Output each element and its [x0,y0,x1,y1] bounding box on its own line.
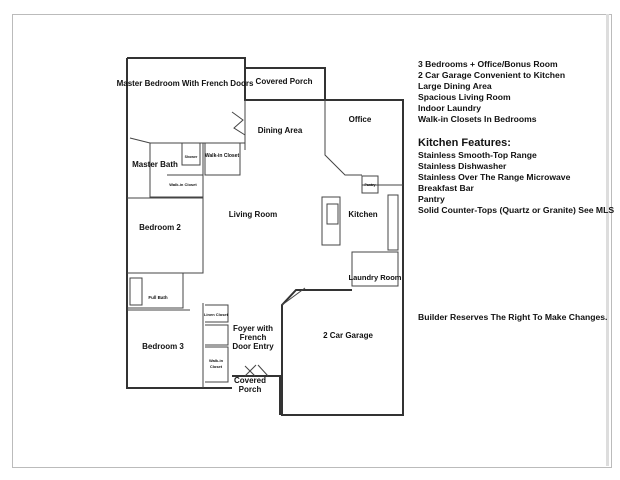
room-label-walk-in-closet-3a: Walk-in [209,358,224,363]
room-label-pantry: Pantry [365,183,376,187]
room-label-office: Office [349,115,372,124]
builder-disclaimer: Builder Reserves The Right To Make Chang… [418,312,608,322]
walls [126,57,404,416]
room-label-bedroom-2: Bedroom 2 [139,223,181,232]
room-label-garage: 2 Car Garage [323,331,373,340]
room-label-bedroom-3: Bedroom 3 [142,342,184,351]
kitchen-features-heading: Kitchen Features: [418,137,511,149]
room-label-foyer-3: Door Entry [232,342,274,351]
feature-item: Walk-in Closets In Bedrooms [418,114,537,124]
kitchen-feature-item: Stainless Over The Range Microwave [418,172,571,182]
room-label-master-bath: Master Bath [132,160,178,169]
feature-item: 2 Car Garage Convenient to Kitchen [418,70,566,80]
kitchen-feature-item: Breakfast Bar [418,183,474,193]
room-label-laundry: Laundry Room [349,273,402,282]
kitchen-feature-item: Stainless Dishwasher [418,161,507,171]
feature-item: 3 Bedrooms + Office/Bonus Room [418,59,558,69]
room-label-living: Living Room [229,210,277,219]
room-label-kitchen: Kitchen [348,210,377,219]
kitchen-feature-item: Solid Counter-Tops (Quartz or Granite) S… [418,205,615,215]
room-label-shower: Shower [185,155,198,159]
room-label-foyer-2: French [240,333,267,342]
room-label-full-bath: Full Bath [148,295,167,300]
room-label-dining: Dining Area [258,126,303,135]
kitchen-feature-item: Stainless Smooth-Top Range [418,150,537,160]
features-list: 3 Bedrooms + Office/Bonus Room 2 Car Gar… [418,59,614,216]
room-label-covered-porch-front-1: Covered [234,376,266,385]
room-label-walk-in-closet-2: Walk-in Closet [169,182,197,187]
kitchen-feature-item: Pantry [418,194,445,204]
room-label-master-bedroom: Master Bedroom With French Doors [117,79,254,88]
feature-item: Large Dining Area [418,81,492,91]
room-label-covered-porch-rear: Covered Porch [256,77,313,86]
page-border [12,14,612,468]
room-label-walk-in-closet-master: Walk-in Closet [205,153,240,159]
room-label-foyer-1: Foyer with [233,324,273,333]
room-label-covered-porch-front-2: Porch [239,385,262,394]
feature-item: Indoor Laundry [418,103,482,113]
room-label-linen-closet: Linen Closet [204,312,229,317]
feature-item: Spacious Living Room [418,92,511,102]
room-label-walk-in-closet-3b: Closet [210,364,223,369]
page-edge [606,14,609,466]
